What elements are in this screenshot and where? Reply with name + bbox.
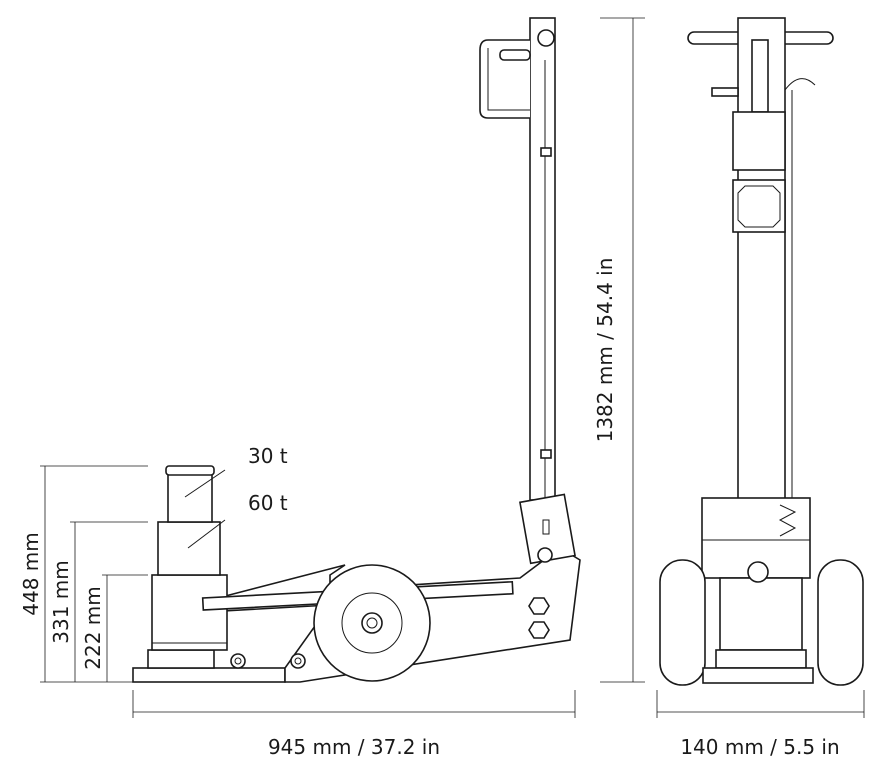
label-total-height: 1382 mm / 54.4 in	[593, 258, 617, 443]
saddle	[165, 465, 215, 476]
label-30t: 30 t	[248, 444, 288, 468]
label-width: 140 mm / 5.5 in	[680, 735, 839, 759]
handle-pole	[529, 17, 556, 501]
label-length: 945 mm / 37.2 in	[268, 735, 440, 759]
label-448: 448 mm	[19, 532, 43, 616]
front-base	[702, 667, 814, 684]
side-view	[132, 17, 581, 683]
label-222: 222 mm	[81, 586, 105, 670]
motor-plate	[732, 179, 786, 233]
dimensions	[40, 17, 865, 718]
ram-30t	[167, 473, 213, 523]
pivot-block	[519, 493, 576, 565]
cylinder	[151, 574, 228, 651]
front-view	[659, 17, 864, 686]
left-wheel	[659, 559, 706, 686]
right-wheel	[817, 559, 864, 686]
label-60t: 60 t	[248, 491, 288, 515]
label-331: 331 mm	[49, 560, 73, 644]
base-plate	[132, 667, 286, 683]
ram-60t	[157, 521, 221, 576]
valve-lever	[499, 49, 531, 61]
cylinder-collar	[147, 649, 215, 669]
